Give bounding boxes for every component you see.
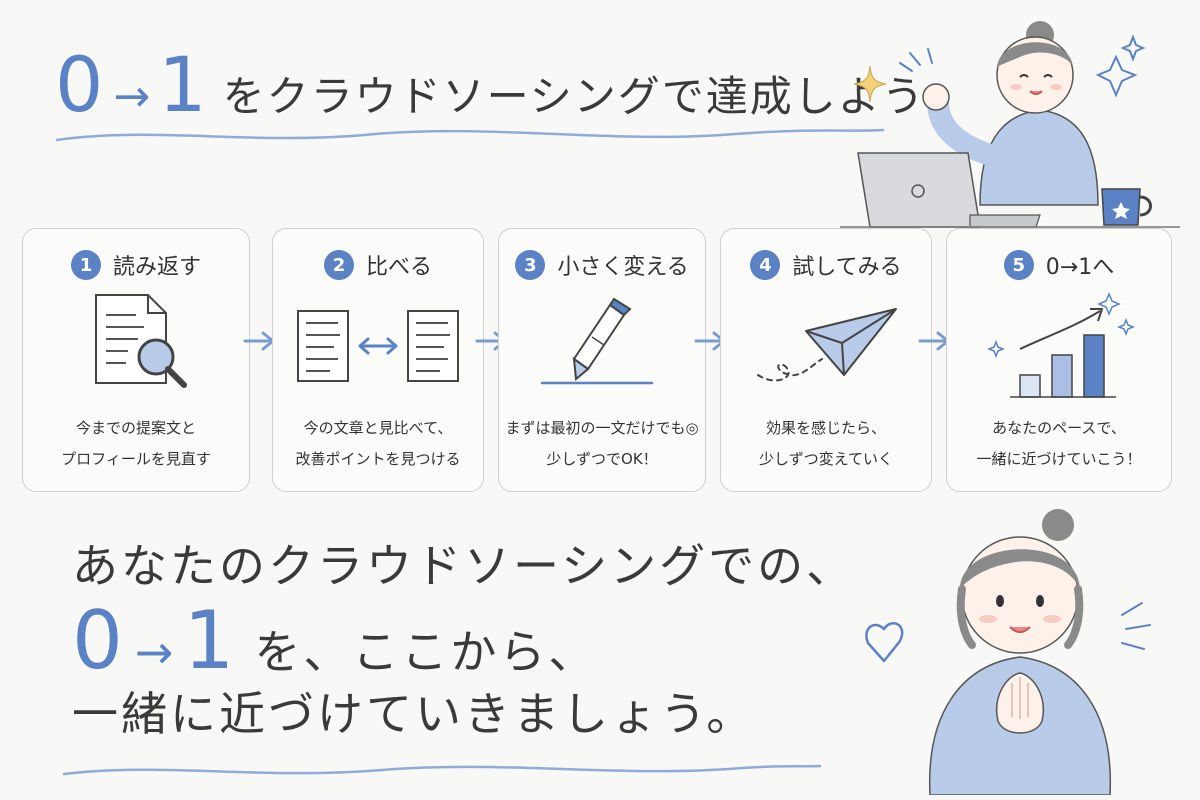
title-arrow: → xyxy=(113,71,151,122)
step-title: 比べる xyxy=(365,255,432,280)
title-text: をクラウドソーシングで達成しよう xyxy=(222,72,926,121)
page-title: 0 → 1 をクラウドソーシングで達成しよう xyxy=(55,40,926,130)
step-card-4: 4 試してみる 効果を感じたら、 少しずつ変えていく xyxy=(720,228,932,492)
step-title: 0→1へ xyxy=(1045,255,1115,280)
step-title: 試してみる xyxy=(792,255,902,280)
step-card-3: 3 小さく変える まずは最初の一文だけでも◎ 少しずつでOK！ xyxy=(498,228,706,492)
closing-line-1: あなたのクラウドソーシングでの、 xyxy=(72,539,856,593)
sparkle-icon xyxy=(853,65,887,103)
step-number-badge: 5 xyxy=(1003,250,1034,280)
woman-hands-illustration xyxy=(865,509,1151,795)
step-description: 効果を感じたら、 少しずつ変えていく xyxy=(759,419,893,468)
pen-icon xyxy=(499,291,705,401)
step-title: 小さく変える xyxy=(557,255,689,280)
step-card-1: 1 読み返す 今までの提案文と プロフィールを見直す xyxy=(22,228,250,492)
growth-chart-icon xyxy=(947,291,1171,401)
step-header: 5 0→1へ xyxy=(947,249,1171,281)
step-title: 読み返す xyxy=(112,255,201,280)
title-underline xyxy=(55,128,885,142)
step-description: 今までの提案文と プロフィールを見直す xyxy=(61,419,211,468)
closing-line-2: 0 → 1 を、ここから、 xyxy=(72,594,855,687)
closing-line-3: 一緒に近づけていきましょう。 xyxy=(72,687,756,741)
closing-underline xyxy=(62,764,822,776)
closing-zero: 0 xyxy=(72,594,125,687)
step-card-5: 5 0→1へ あなたのペースで、 一緒に近づけていこう！ xyxy=(946,228,1172,492)
title-zero: 0 xyxy=(55,40,106,129)
closing-line-2-text: を、ここから、 xyxy=(254,625,598,679)
step-card-2: 2 比べる 今の文章と見比べて、 改善ポイントを見つける xyxy=(272,228,484,492)
step-header: 2 比べる xyxy=(273,249,483,281)
title-one: 1 xyxy=(158,40,209,129)
step-number-badge: 1 xyxy=(70,250,101,280)
document-magnifier-icon xyxy=(23,291,249,401)
woman-laptop-illustration xyxy=(840,21,1180,228)
closing-arrow: → xyxy=(134,625,174,679)
step-description: まずは最初の一文だけでも◎ 少しずつでOK！ xyxy=(505,419,699,468)
step-header: 1 読み返す xyxy=(23,249,249,281)
step-header: 3 小さく変える xyxy=(499,249,705,281)
closing-message: あなたのクラウドソーシングでの、 0 → 1 を、ここから、 一緒に近づけていき… xyxy=(72,530,855,744)
step-number-badge: 2 xyxy=(323,250,354,280)
step-number-badge: 3 xyxy=(515,250,546,280)
paper-plane-icon xyxy=(721,291,931,401)
step-header: 4 試してみる xyxy=(721,249,931,281)
step-number-badge: 4 xyxy=(750,250,781,280)
compare-documents-icon xyxy=(273,291,483,401)
closing-one: 1 xyxy=(183,594,237,687)
step-description: あなたのペースで、 一緒に近づけていこう！ xyxy=(976,419,1142,468)
step-description: 今の文章と見比べて、 改善ポイントを見つける xyxy=(295,419,461,468)
